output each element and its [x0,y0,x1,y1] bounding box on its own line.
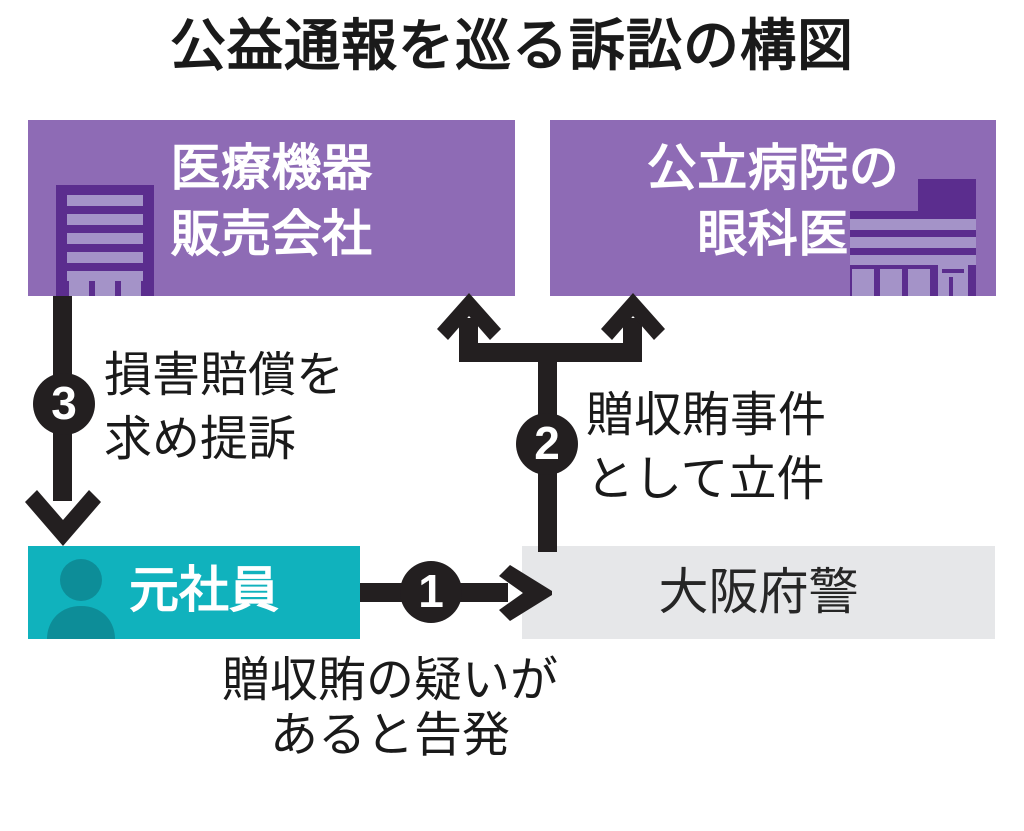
node-label-doctor-line1: 公立病院の [646,140,900,196]
step-badge-2: 2 [516,413,578,475]
node-box-police: 大阪府警 [522,546,995,639]
node-label-ex-employee: 元社員 [129,562,279,618]
arrowhead-step3-down [25,490,101,546]
node-box-doctor: 公立病院の 眼科医 [550,120,996,296]
node-box-company: 医療機器 販売会社 [28,120,515,296]
step-badge-1: 1 [400,561,462,623]
step-label-2-line2: として立件 [586,453,825,506]
node-box-ex-employee: 元社員 [28,546,360,639]
hospital-building-icon [850,179,996,296]
node-label-company-line1: 医療機器 [170,140,373,196]
office-building-icon [56,185,154,296]
node-label-police: 大阪府警 [658,564,859,620]
connector-step2-right-riser [623,318,642,350]
connector-step2-crossbar [459,343,642,362]
connector-step2-left-riser [459,318,478,350]
step-label-3-line2: 求め提訴 [104,413,297,466]
bottom-caption: 贈収賄の疑いが あると告発 [221,654,558,762]
page-title: 公益通報を巡る訴訟の構図 [170,14,854,77]
node-label-company-line2: 販売会社 [170,206,373,262]
arrowhead-step1-right [499,565,552,621]
step-badge-3: 3 [33,373,95,435]
node-label-doctor-line2: 眼科医 [697,206,849,262]
step-label-3-line1: 損害賠償を [104,349,345,402]
person-icon [45,558,117,639]
arrowhead-step2-left-up [437,293,501,340]
arrowhead-step2-right-up [601,293,665,340]
step-label-2-line1: 贈収賄事件 [586,389,827,442]
